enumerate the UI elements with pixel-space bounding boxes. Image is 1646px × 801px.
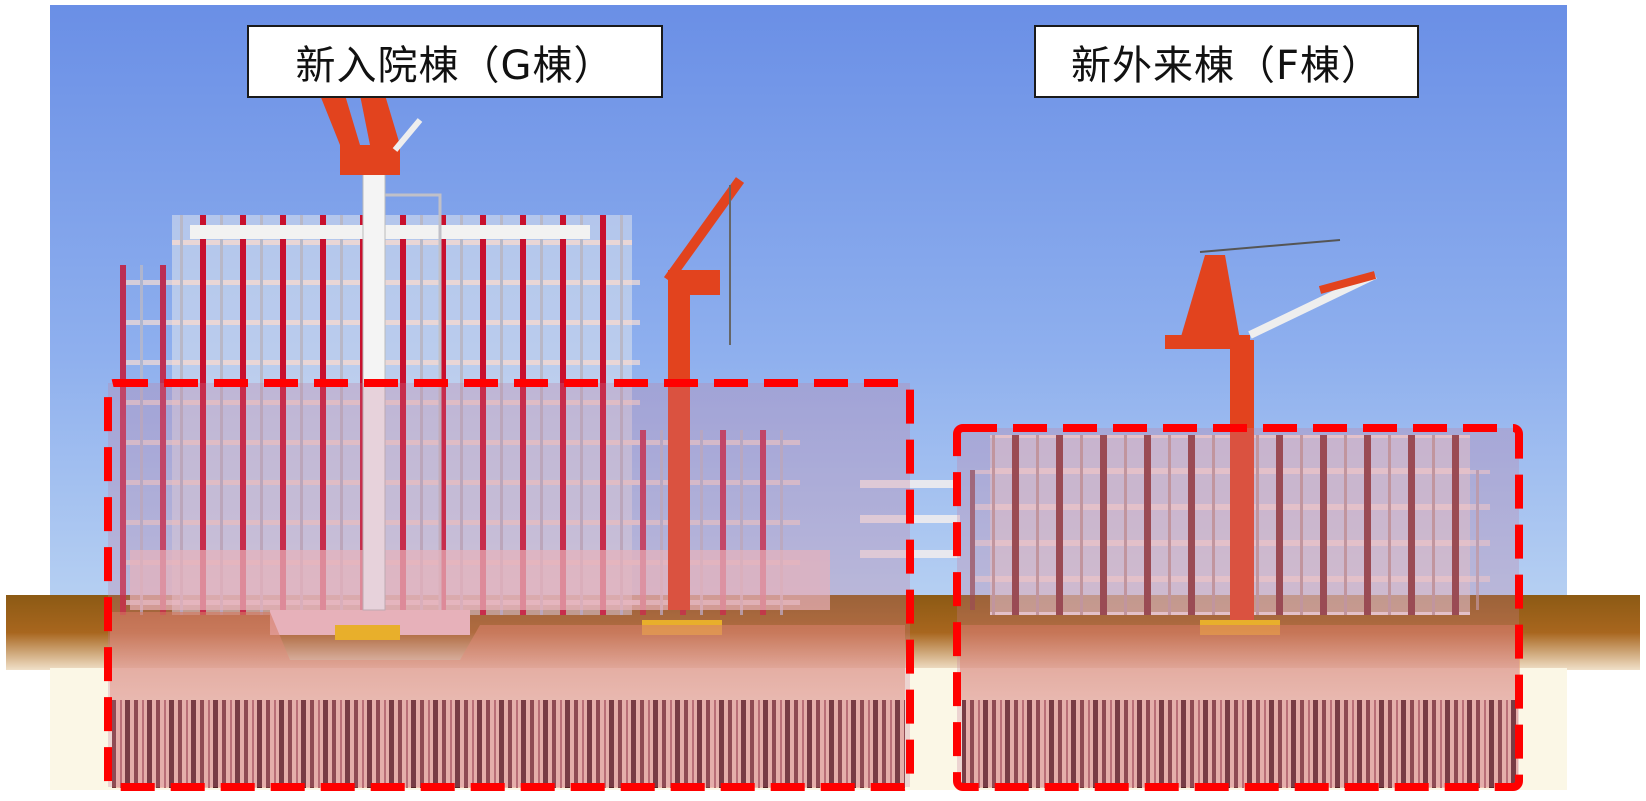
outpatient-building-label: 新外来棟（F棟） [1034,25,1419,98]
foundation-f [960,625,1520,788]
highlight-outpatient-area [953,424,1523,791]
inpatient-building-label: 新入院棟（G棟） [247,25,663,98]
highlight-inpatient-area [104,379,914,791]
tower-crane-3 [1165,239,1377,635]
foundation-g [110,612,905,788]
